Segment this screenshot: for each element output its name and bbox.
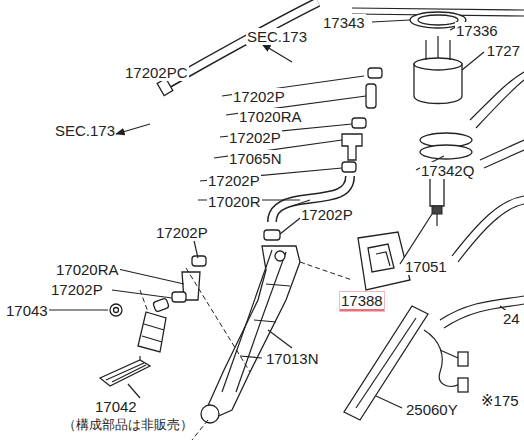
callout-number: 17043 [5, 302, 49, 319]
section-reference: SEC.173 [246, 28, 308, 45]
callout-number: 17202P [232, 88, 286, 105]
callout-number: 17065N [228, 150, 283, 167]
callout-number: 17202P [228, 129, 282, 146]
callout-number: 17336 [455, 22, 499, 39]
callout-number: 24 [502, 310, 521, 327]
callout-number: 25060Y [405, 401, 459, 418]
section-reference: SEC.173 [54, 122, 116, 139]
callout-number: 17202P [155, 224, 209, 241]
callout-number: 17343 [322, 14, 366, 31]
callout-number: 17042 [94, 398, 138, 415]
callout-number: 17202PC [124, 64, 189, 81]
callout-number: 17013N [265, 350, 320, 367]
callout-number: 17020RA [238, 108, 303, 125]
highlighted-callout: 17388 [340, 292, 384, 311]
callout-number: 1727 [486, 42, 521, 59]
callout-number: 17202P [50, 281, 104, 298]
callout-number: 17202P [300, 206, 354, 223]
callout-number: 17342Q [420, 162, 475, 179]
callout-number: 17202P [207, 172, 261, 189]
callout-number: 17020R [207, 193, 262, 210]
callout-number: ※175 [480, 392, 520, 409]
callout-number: 17020RA [55, 261, 120, 278]
callout-number: 17051 [404, 258, 448, 275]
note: （構成部品は非販売） [62, 417, 194, 432]
